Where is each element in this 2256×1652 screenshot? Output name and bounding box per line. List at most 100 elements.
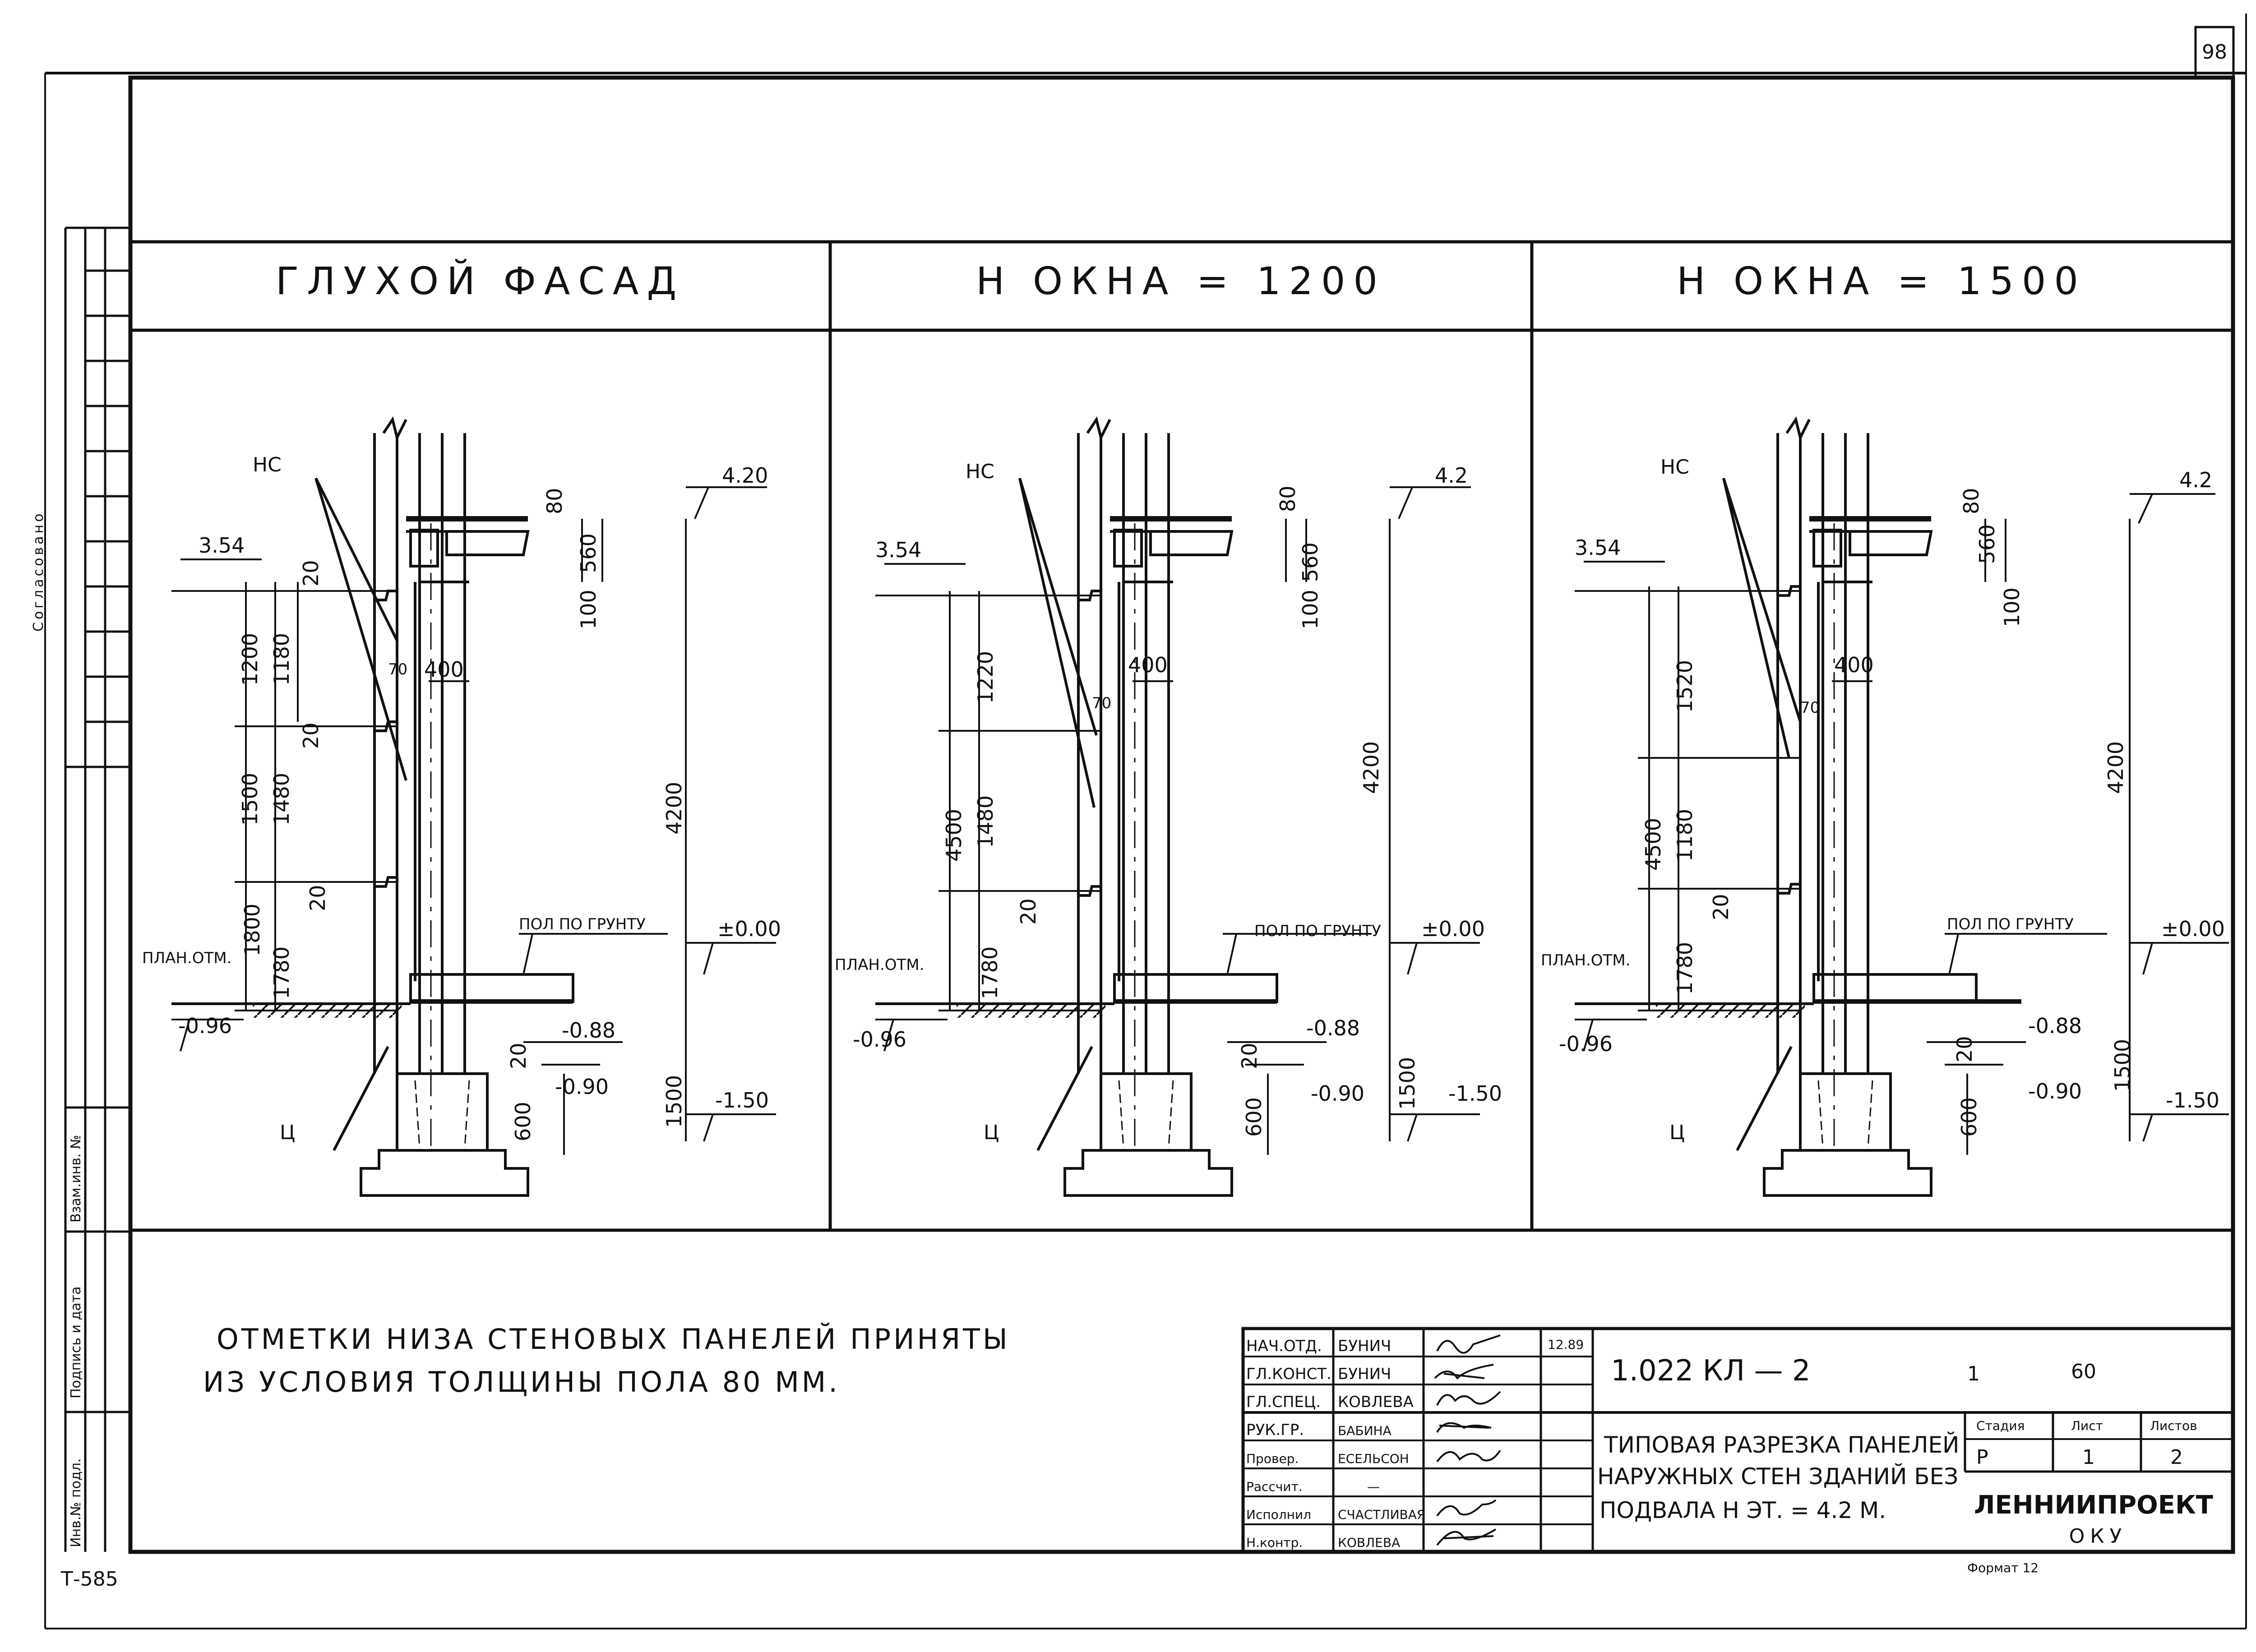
panel-1-top-level: 4.20 — [722, 463, 768, 488]
panel-1-sub-level-1: -0.88 — [562, 1018, 615, 1043]
panel-3-dim-beam: 560 — [1975, 524, 1999, 564]
tb-role-6: Рассчит. — [1246, 1479, 1303, 1494]
tb-name-3: КОВЛЕВА — [1338, 1393, 1414, 1411]
panel-1-title: ГЛУХОЙ ФАСАД — [276, 259, 684, 303]
panel-3-dim-slab: 80 — [1959, 488, 1983, 514]
panel-2-dim-height: 4200 — [1359, 741, 1383, 794]
panel-3-bottom-level: -1.50 — [2166, 1088, 2219, 1112]
panel-2-dim-joint2: 20 — [1016, 898, 1040, 925]
sheet-format: Формат 12 — [1967, 1560, 2039, 1575]
tb-role-3: ГЛ.СПЕЦ. — [1246, 1393, 1321, 1411]
panel-2-sub-level-2: -0.90 — [1311, 1081, 1364, 1106]
panel-2-dim-inner1: 1220 — [973, 651, 998, 704]
note-line-2: ИЗ УСЛОВИЯ ТОЛЩИНЫ ПОЛА 80 ММ. — [203, 1366, 840, 1398]
tb-sheet-no-top: 1 — [1967, 1362, 1980, 1385]
tb-stage: Р — [1976, 1446, 1988, 1469]
panel-2-dim-gap20: 20 — [1237, 1043, 1262, 1069]
panel-1-dim-100: 100 — [576, 590, 601, 629]
tb-role-7: Исполнил — [1246, 1507, 1311, 1522]
panel-2-dim-inner3: 1780 — [978, 946, 1002, 999]
panel-1-ground-label: ПЛАН.ОТМ. — [142, 949, 231, 967]
tb-role-1: НАЧ.ОТД. — [1246, 1337, 1322, 1355]
tb-description-2: НАРУЖНЫХ СТЕН ЗДАНИЙ БЕЗ — [1597, 1463, 1958, 1490]
panel-1-dim-height: 4200 — [662, 782, 686, 835]
side-stamp-agreed: Согласовано — [31, 511, 46, 632]
panel-3-dim-offset: 70 — [1800, 699, 1820, 717]
tb-role-4: РУК.ГР. — [1246, 1421, 1304, 1439]
panel-2-mark: НС — [966, 460, 994, 483]
tb-name-4: БАБИНА — [1338, 1423, 1392, 1438]
panel-1-bottom-level: -1.50 — [715, 1088, 769, 1112]
panel-2-ground-label: ПЛАН.ОТМ. — [835, 956, 924, 974]
tb-date: 12.89 — [1548, 1337, 1584, 1352]
page-number-box: 98 — [2194, 26, 2235, 79]
panel-1-mark: НС — [253, 453, 282, 476]
panel-2-dim-width: 400 — [1128, 653, 1168, 677]
panel-2-dim-outer1: 4500 — [942, 809, 966, 862]
panel-2-sub-level-1: -0.88 — [1306, 1016, 1360, 1040]
panel-2-left-level: 3.54 — [875, 538, 921, 562]
panel-1-dim-gap20: 20 — [506, 1043, 531, 1069]
panel-3-dim-100: 100 — [2000, 587, 2024, 627]
panel-3-top-level: 4.2 — [2179, 468, 2212, 492]
panel-3-dim-gap20: 20 — [1952, 1036, 1977, 1062]
panel-3-dim-outer1: 4500 — [1641, 818, 1665, 871]
page-number: 98 — [2202, 41, 2227, 64]
tb-sheet-header: Лист — [2071, 1418, 2103, 1433]
note-line-1: ОТМЕТКИ НИЗА СТЕНОВЫХ ПАНЕЛЕЙ ПРИНЯТЫ — [217, 1323, 1010, 1356]
signatures — [1434, 1334, 1501, 1546]
panel-3-dim-inner1: 1520 — [1673, 660, 1697, 713]
panel-3-dim-base: 1500 — [2110, 1039, 2135, 1092]
section-drawing-2: НС Ц 4.2 3.54 ±0.00 -0.96 -0.88 -0.90 -1… — [835, 416, 1502, 1197]
panel-1-dim-joint3: 20 — [305, 885, 330, 911]
panel-2-dim-slab: 80 — [1276, 485, 1300, 512]
panel-3-mark: НС — [1660, 456, 1689, 479]
panel-3-foundation-mark: Ц — [1669, 1121, 1685, 1144]
tb-name-1: БУНИЧ — [1338, 1337, 1391, 1355]
panel-1-dim-base: 1500 — [662, 1075, 686, 1128]
panel-3-sub-level-2: -0.90 — [2028, 1079, 2082, 1103]
panel-3-ground-label: ПЛАН.ОТМ. — [1541, 951, 1630, 969]
tb-role-2: ГЛ.КОНСТ. — [1246, 1365, 1331, 1383]
panel-3-dim-footing: 600 — [1957, 1097, 1981, 1137]
panel-3-dim-joint2: 20 — [1709, 894, 1733, 920]
tb-name-2: БУНИЧ — [1338, 1365, 1391, 1383]
section-drawing-1: НС Ц 4.20 3.54 ±0.00 -0.96 -0.88 -0.90 -… — [142, 416, 781, 1197]
panel-1-dim-joint2: 20 — [299, 722, 323, 749]
panel-2-dim-beam: 560 — [1298, 542, 1322, 582]
panel-1-dim-slab: 80 — [542, 488, 567, 514]
panel-1-sub-level-2: -0.90 — [555, 1075, 609, 1099]
side-stamp-sign-date: Подпись и дата — [68, 1287, 84, 1399]
panel-2-floor-level: ±0.00 — [1421, 917, 1485, 941]
panel-2-ground-level: -0.96 — [853, 1027, 906, 1052]
title-block — [1241, 1327, 2235, 1554]
panel-1-dim-inner3: 1780 — [269, 946, 294, 999]
panel-3-sub-level-1: -0.88 — [2028, 1014, 2082, 1038]
panel-1-dim-offset: 70 — [388, 660, 407, 678]
tb-name-8: КОВЛЕВА — [1338, 1535, 1400, 1550]
panel-2-dim-offset: 70 — [1092, 694, 1111, 712]
panel-2-dim-100: 100 — [1298, 590, 1322, 629]
panel-2-foundation-mark: Ц — [984, 1121, 999, 1144]
panel-1-left-level: 3.54 — [199, 533, 245, 558]
tb-name-7: СЧАСТЛИВАЯ — [1338, 1507, 1425, 1522]
panel-1-floor-label: ПОЛ ПО ГРУНТУ — [519, 915, 646, 933]
panel-2-bottom-level: -1.50 — [1448, 1081, 1502, 1106]
tb-stage-header: Стадия — [1976, 1418, 2025, 1433]
panel-3-floor-level: ±0.00 — [2161, 917, 2225, 941]
panel-3-dim-inner2: 1180 — [1673, 809, 1697, 862]
panel-1-floor-level: ±0.00 — [717, 917, 781, 941]
tb-dept: ОКУ — [2069, 1525, 2127, 1548]
panel-2-title: Н ОКНА = 1200 — [976, 259, 1386, 303]
sheet-code: Т-585 — [60, 1568, 118, 1591]
panel-3-dim-inner3: 1780 — [1673, 942, 1697, 995]
panel-1-dim-beam: 560 — [576, 533, 601, 573]
tb-role-8: Н.контр. — [1246, 1535, 1303, 1550]
side-stamp-inv-original: Инв.№ подл. — [68, 1458, 84, 1547]
tb-description-3: ПОДВАЛА Н ЭТ. = 4.2 М. — [1600, 1497, 1886, 1523]
tb-sheets-header: Листов — [2150, 1418, 2197, 1433]
panel-3-dim-width: 400 — [1834, 653, 1874, 677]
panel-1-ground-level: -0.96 — [178, 1014, 232, 1038]
tb-count-top: 60 — [2071, 1360, 2096, 1383]
